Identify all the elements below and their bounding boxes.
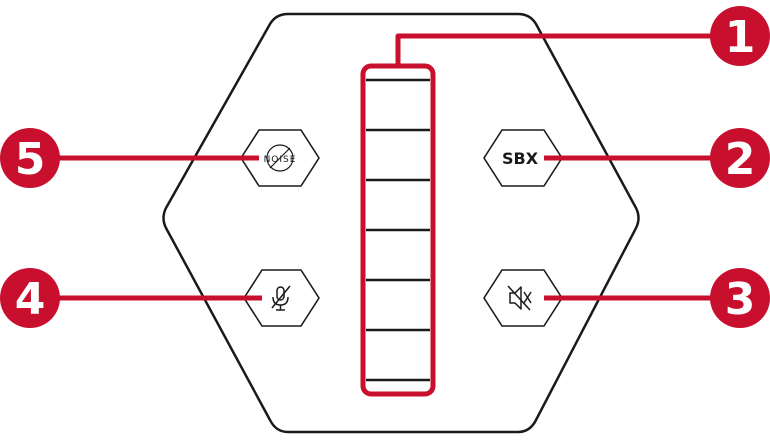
speaker-mute-icon — [507, 285, 532, 311]
noise-cancel-icon — [266, 144, 294, 172]
callout-badge-2: 2 — [710, 128, 770, 188]
svg-text:2: 2 — [725, 134, 756, 185]
callout-badge-3: 3 — [710, 268, 770, 328]
svg-text:3: 3 — [725, 274, 756, 325]
sbx-button-label: SBX — [502, 149, 539, 168]
noise-button-label: NOISE — [264, 155, 297, 165]
mic-mute-icon — [271, 285, 291, 311]
callout-leaders — [48, 33, 722, 301]
speaker-mute-button[interactable] — [483, 269, 563, 327]
callout-badge-5: 5 — [0, 128, 60, 188]
sbx-button[interactable]: SBX — [483, 129, 563, 187]
device-body — [162, 12, 640, 434]
callout-badge-4: 4 — [0, 268, 60, 328]
svg-text:1: 1 — [725, 12, 756, 63]
callout-badge-1: 1 — [710, 6, 770, 66]
callout-1-leader — [395, 33, 720, 66]
level-meter — [360, 63, 436, 397]
svg-text:4: 4 — [15, 274, 46, 325]
svg-text:5: 5 — [15, 134, 46, 185]
